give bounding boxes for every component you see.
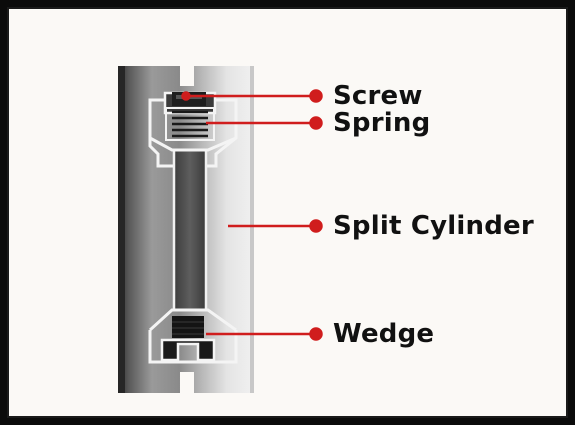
upper-taper (149, 136, 237, 152)
label-screw: Screw (333, 81, 423, 111)
wedge-texture (172, 321, 204, 335)
top-cavity-outline (148, 98, 238, 168)
spring-coils (172, 110, 208, 138)
label-wedge: Wedge (333, 319, 435, 349)
cylinder-right-edge (250, 66, 254, 393)
lower-taper (148, 308, 237, 332)
label-spring: Spring (333, 108, 431, 138)
split-cylinder-leader-dot (309, 219, 323, 233)
spring-leader-dot (309, 116, 323, 130)
wedge-legs (160, 338, 216, 362)
screw-leader-origin-dot (181, 91, 191, 101)
cylinder-left-edge (118, 66, 125, 393)
wedge-leader-dot (309, 327, 323, 341)
leader-lines (181, 89, 323, 341)
bottom-split-slot (180, 372, 194, 398)
inner-core (172, 148, 208, 312)
bottom-cavity-outline (148, 330, 238, 364)
top-split-slot (180, 62, 194, 86)
wedge-block (172, 316, 204, 338)
label-split-cylinder: Split Cylinder (333, 211, 534, 241)
diagram-frame (7, 7, 568, 418)
screw-leader-dot (309, 89, 323, 103)
